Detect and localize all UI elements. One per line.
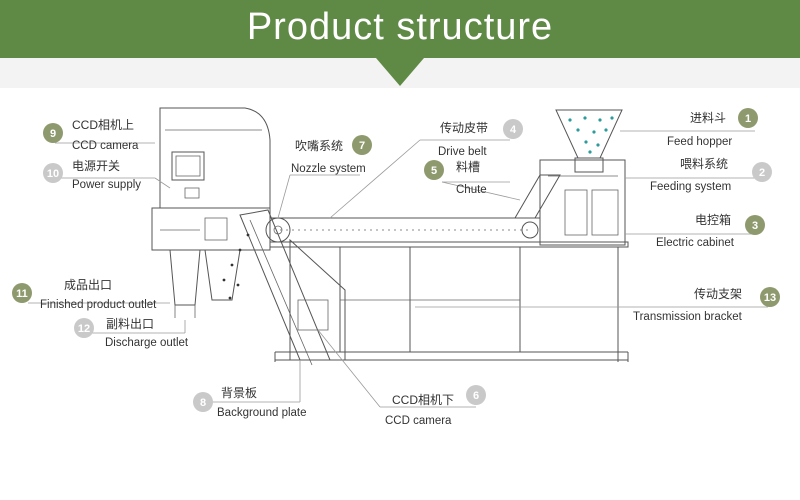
upper-camera-housing xyxy=(159,107,271,209)
label-13-en: Transmission bracket xyxy=(633,311,743,323)
label-9-cn: CCD相机上 xyxy=(72,118,134,132)
label-3-en: Electric cabinet xyxy=(656,237,735,249)
label-8-cn: 背景板 xyxy=(221,386,257,400)
badge-3: 3 xyxy=(745,215,765,235)
discharge-outlet-shape xyxy=(204,249,241,301)
hopper-grains xyxy=(568,116,614,154)
label-10-en: Power supply xyxy=(72,179,141,191)
label-8-en: Background plate xyxy=(217,407,307,419)
feeding-ramp xyxy=(514,174,561,219)
leader-lines xyxy=(28,130,768,408)
finished-product-outlet-shape xyxy=(169,249,201,306)
electric-cabinet-shape xyxy=(539,159,626,246)
badge-7: 7 xyxy=(352,135,372,155)
main-frame-beam xyxy=(269,241,629,248)
svg-text:11: 11 xyxy=(16,288,28,300)
svg-text:8: 8 xyxy=(200,397,206,409)
badge-1: 1 xyxy=(738,108,758,128)
svg-text:2: 2 xyxy=(759,167,765,179)
svg-text:1: 1 xyxy=(745,113,751,125)
label-11-en: Finished product outlet xyxy=(40,299,157,311)
badge-6: 6 xyxy=(466,385,486,405)
svg-text:4: 4 xyxy=(510,124,517,136)
badge-9: 9 xyxy=(43,123,63,143)
label-9-en: CCD camera xyxy=(72,140,139,152)
label-5-en: Chute xyxy=(456,184,487,196)
label-4-cn: 传动皮带 xyxy=(440,120,488,135)
badge-10: 10 xyxy=(43,163,63,183)
label-11-cn: 成品出口 xyxy=(64,278,112,292)
lower-chute-shape xyxy=(239,209,331,361)
belt-wheel-right xyxy=(521,221,539,239)
label-7-cn: 吹嘴系统 xyxy=(295,139,343,153)
badge-4: 4 xyxy=(503,119,523,139)
header-banner xyxy=(0,0,800,58)
label-10-cn: 电源开关 xyxy=(72,159,120,173)
banner-notch xyxy=(376,58,424,86)
svg-text:12: 12 xyxy=(78,323,90,335)
label-13-cn: 传动支架 xyxy=(694,286,742,301)
camera-window xyxy=(171,151,205,181)
chute-grains xyxy=(222,233,250,300)
svg-text:3: 3 xyxy=(752,220,758,232)
svg-text:5: 5 xyxy=(431,165,437,177)
badge-5: 5 xyxy=(424,160,444,180)
label-1-cn: 进料斗 xyxy=(690,111,726,125)
diagram-background xyxy=(0,88,800,500)
badge-8: 8 xyxy=(193,392,213,412)
badge-12: 12 xyxy=(74,318,94,338)
label-2-en: Feeding system xyxy=(650,181,731,193)
label-3-cn: 电控箱 xyxy=(695,212,731,227)
label-12-en: Discharge outlet xyxy=(105,337,189,349)
svg-text:9: 9 xyxy=(50,128,56,140)
badge-2: 2 xyxy=(752,162,772,182)
svg-text:7: 7 xyxy=(359,140,365,152)
svg-text:13: 13 xyxy=(764,292,776,304)
machine-drawing xyxy=(151,107,629,366)
svg-text:10: 10 xyxy=(47,168,59,180)
label-4-en: Drive belt xyxy=(438,146,487,158)
page-title: Product structure xyxy=(246,6,554,48)
label-1-en: Feed hopper xyxy=(667,136,732,148)
label-2-cn: 喂料系统 xyxy=(680,157,728,171)
svg-text:6: 6 xyxy=(473,390,479,402)
label-7-en: Nozzle system xyxy=(291,163,366,175)
badge-13: 13 xyxy=(760,287,780,307)
label-5-cn: 料槽 xyxy=(456,160,480,174)
badge-11: 11 xyxy=(12,283,32,303)
label-12-cn: 副料出口 xyxy=(106,317,154,331)
label-6-cn: CCD相机下 xyxy=(392,393,454,407)
label-6-en: CCD camera xyxy=(385,415,452,427)
